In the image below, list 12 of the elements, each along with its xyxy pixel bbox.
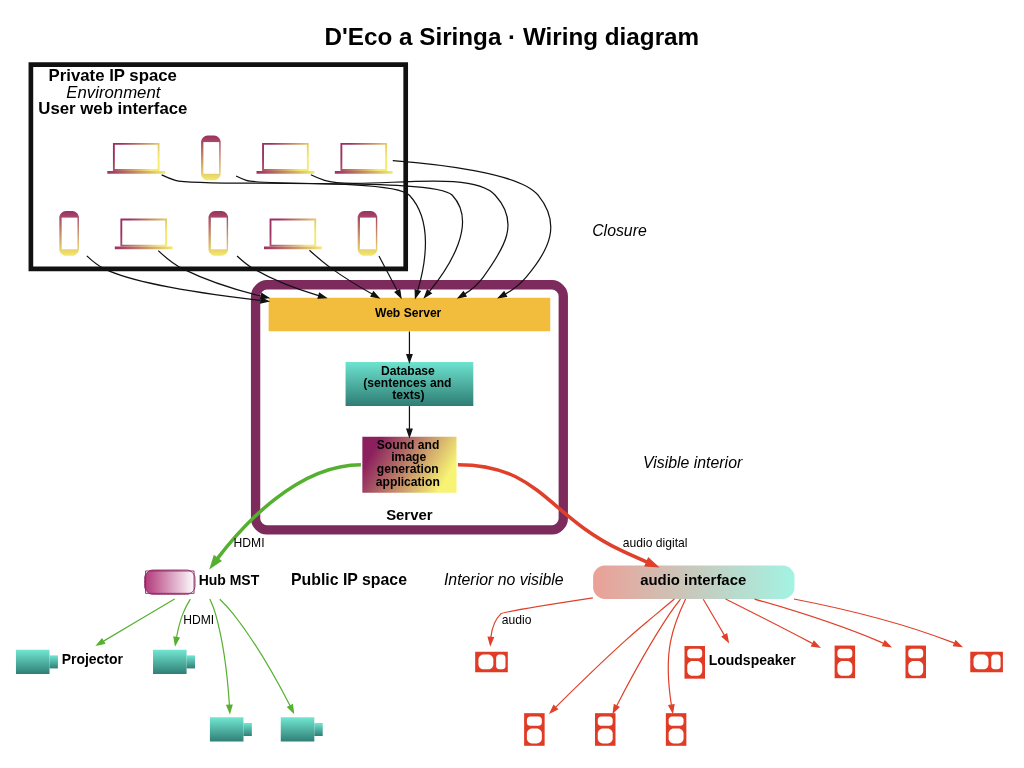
- label: Closure: [592, 221, 647, 239]
- label: Interior no visible: [443, 570, 564, 588]
- node-label: Projector: [61, 650, 123, 667]
- node-label: Hub MST: [198, 571, 260, 587]
- edge-label: audio: [501, 612, 532, 627]
- node-label: Loudspeaker: [708, 651, 796, 668]
- edge-label: HDMI: [233, 535, 265, 550]
- label: Visible interior: [643, 453, 743, 471]
- label: Public IP space: [291, 570, 407, 588]
- edge-label: audio digital: [622, 535, 688, 550]
- edge-label: HDMI: [183, 612, 215, 627]
- diagram-title: D'Eco a Siringa · Wiring diagram: [324, 22, 700, 50]
